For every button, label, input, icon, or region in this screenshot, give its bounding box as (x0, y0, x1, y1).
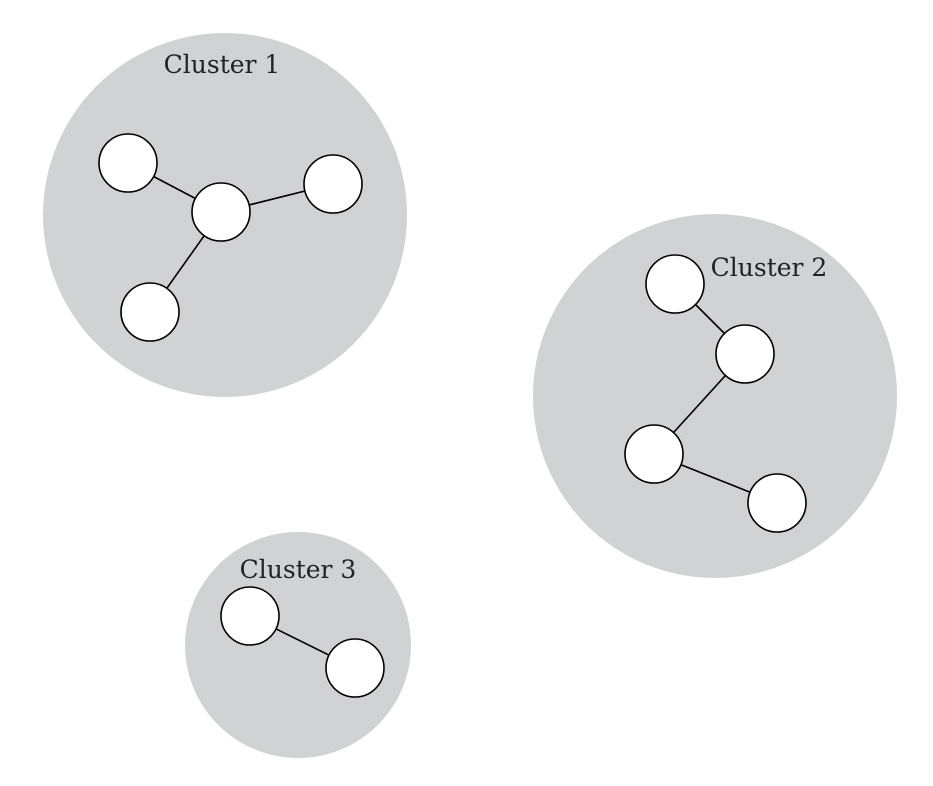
cluster-1: Cluster 1 (43, 33, 407, 397)
cluster-3: Cluster 3 (185, 532, 411, 758)
cluster-1-label: Cluster 1 (164, 50, 281, 79)
cluster-2-label: Cluster 2 (711, 253, 828, 282)
cluster-2: Cluster 2 (533, 214, 897, 578)
cluster-1-node-0 (98, 133, 158, 193)
cluster-2-node-3 (747, 473, 807, 533)
cluster-3-node-1 (325, 638, 385, 698)
cluster-2-node-2 (624, 424, 684, 484)
cluster-3-label: Cluster 3 (240, 555, 357, 584)
cluster-2-node-0 (645, 254, 705, 314)
cluster-1-node-2 (303, 154, 363, 214)
cluster-1-node-1 (191, 182, 251, 242)
cluster-1-node-3 (120, 282, 180, 342)
cluster-2-region (533, 214, 897, 578)
cluster-3-node-0 (220, 586, 280, 646)
cluster-2-node-1 (715, 324, 775, 384)
